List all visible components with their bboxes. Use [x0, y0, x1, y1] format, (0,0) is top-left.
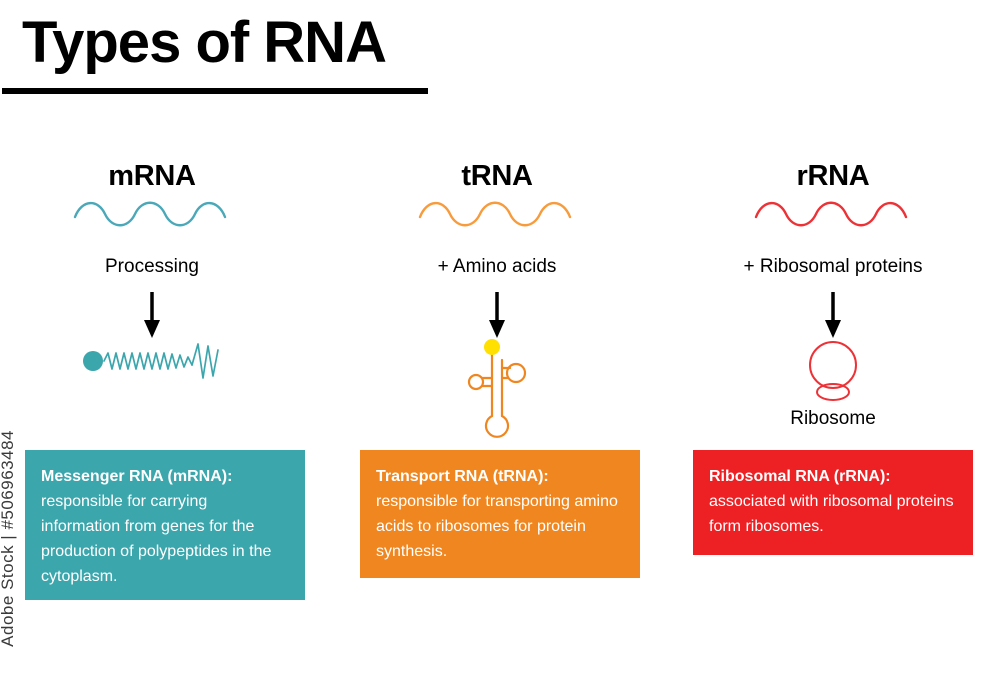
step-label-trna: + Amino acids [437, 256, 557, 277]
step-label-rrna: + Ribosomal proteins [743, 256, 923, 277]
caption-lead-trna: Transport RNA (tRNA): [376, 468, 549, 485]
processed-mrna-icon [0, 338, 312, 448]
column-title-rrna: rRNA [796, 160, 870, 192]
rna-wave-icon-trna [337, 195, 657, 235]
rna-wave-icon-rrna [673, 195, 993, 235]
caption-lead-rrna: Ribosomal RNA (rRNA): [709, 468, 891, 485]
product-label-rrna: Ribosome [790, 408, 876, 429]
caption-body-trna: responsible for transporting amino acids… [376, 493, 618, 560]
ribosome-icon [673, 338, 993, 448]
title-underline-rule [2, 88, 428, 94]
column-trna: tRNA + Amino acids [337, 150, 657, 450]
caption-lead-mrna: Messenger RNA (mRNA): [41, 468, 233, 485]
rna-wave-icon-mrna [0, 195, 312, 235]
caption-body-rrna: associated with ribosomal proteins form … [709, 493, 954, 535]
step-label-mrna: Processing [105, 256, 199, 277]
caption-body-mrna: responsible for carrying information fro… [41, 493, 272, 585]
caption-box-mrna: Messenger RNA (mRNA): responsible for ca… [25, 450, 305, 600]
column-mrna: mRNA Processing [0, 150, 320, 450]
trna-cloverleaf-icon [337, 338, 657, 448]
title-block: Types of RNA [0, 0, 460, 100]
caption-box-rrna: Ribosomal RNA (rRNA): associated with ri… [693, 450, 973, 555]
down-arrow-icon-rrna [673, 290, 993, 340]
column-title-mrna: mRNA [108, 160, 196, 192]
stock-watermark: Adobe Stock | #506963484 [0, 430, 17, 647]
column-title-trna: tRNA [461, 160, 533, 192]
page-title: Types of RNA [22, 10, 387, 75]
column-rrna: rRNA + Ribosomal proteins Ribosome [673, 150, 993, 450]
caption-box-trna: Transport RNA (tRNA): responsible for tr… [360, 450, 640, 578]
down-arrow-icon-mrna [0, 290, 312, 340]
down-arrow-icon-trna [337, 290, 657, 340]
